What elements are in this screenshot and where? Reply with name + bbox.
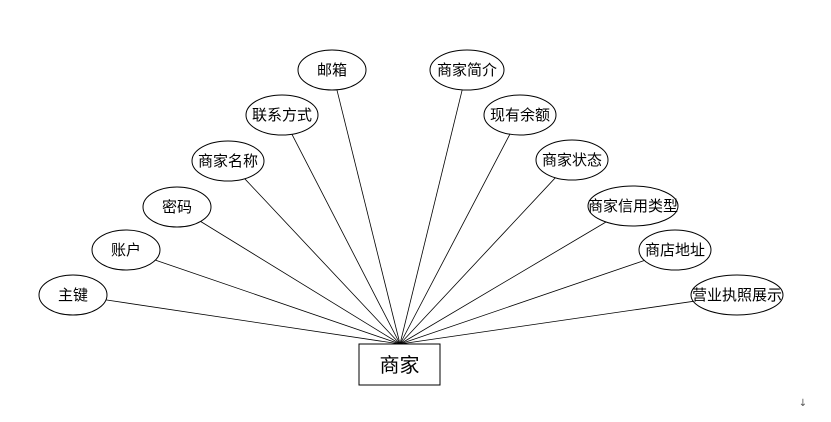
attribute-label: 商家简介 (437, 61, 497, 79)
attribute-ellipse (297, 49, 367, 91)
attribute-ellipse (483, 94, 557, 136)
connector-line (399, 177, 556, 345)
connector-line (399, 89, 463, 345)
attribute-label: 商家信用类型 (588, 197, 678, 215)
attribute-label: 营业执照展示 (692, 286, 782, 304)
attribute-ellipse (587, 185, 679, 227)
connector-line (105, 299, 401, 345)
connector-line (200, 221, 401, 345)
connector-line (244, 178, 401, 345)
connector-line (155, 259, 401, 345)
attribute-label: 主键 (58, 286, 88, 304)
connector-line (399, 221, 607, 345)
attribute-ellipse (142, 186, 212, 228)
attribute-label: 商家名称 (198, 152, 258, 170)
attribute-label: 邮箱 (317, 61, 347, 79)
attributes: 主键 账户 密码 商家名称 联系方式 邮箱 商家简介现有余额商家状态商家信用类型商店地址营业… (38, 49, 784, 316)
attribute-label: 商家状态 (542, 151, 602, 169)
connectors (105, 89, 694, 345)
attribute-label: 账户 (111, 241, 141, 259)
attribute-ellipse (38, 274, 108, 316)
paragraph-mark: ↓ (799, 398, 807, 409)
connector-line (399, 260, 645, 345)
attribute-label: 现有余额 (490, 106, 550, 124)
attribute-label: 密码 (162, 198, 192, 216)
attribute-ellipse (429, 49, 505, 91)
attribute-ellipse (191, 140, 265, 182)
entity-rect (358, 343, 441, 386)
entity-label: 商家 (380, 353, 420, 377)
attribute-label: 商店地址 (645, 241, 705, 259)
entity-box: 商家 (358, 343, 441, 386)
connector-line (291, 134, 401, 345)
attribute-ellipse (91, 229, 161, 271)
attribute-ellipse (535, 139, 609, 181)
attribute-ellipse (690, 274, 784, 316)
connector-line (399, 134, 511, 345)
attribute-label: 联系方式 (252, 106, 312, 124)
attribute-ellipse (245, 94, 319, 136)
connector-line (336, 89, 401, 345)
connector-line (399, 300, 694, 345)
attribute-ellipse (638, 229, 712, 271)
